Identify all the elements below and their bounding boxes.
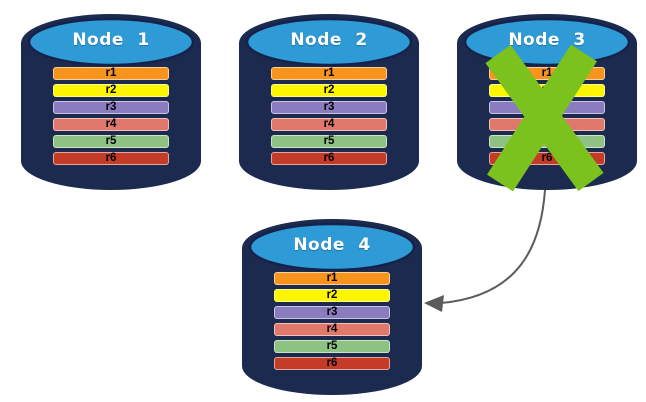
replica-row-r4: r4 xyxy=(53,118,169,131)
node-2: Node 2 r1 r2 r3 r4 r5 r6 xyxy=(239,7,419,197)
cylinder-top xyxy=(248,222,416,272)
replica-row-r5: r5 xyxy=(53,135,169,148)
node-1: Node 1 r1 r2 r3 r4 r5 r6 xyxy=(21,7,201,197)
node-4: Node 4 r1 r2 r3 r4 r5 r6 xyxy=(242,212,422,402)
failure-cross-icon xyxy=(485,44,604,192)
replica-row-r6: r6 xyxy=(271,152,387,165)
replica-row-r1: r1 xyxy=(53,67,169,80)
replica-rows: r1 r2 r3 r4 r5 r6 xyxy=(274,272,390,374)
cylinder-top xyxy=(245,17,413,67)
node-label: Node 4 xyxy=(293,235,371,255)
replica-rows: r1 r2 r3 r4 r5 r6 xyxy=(53,67,169,169)
node-label: Node 3 xyxy=(508,30,586,50)
arrowhead-icon xyxy=(424,295,444,312)
arrow-curve xyxy=(440,189,546,304)
replica-row-r1: r1 xyxy=(274,272,390,285)
replica-row-r6: r6 xyxy=(53,152,169,165)
node-label: Node 2 xyxy=(290,30,368,50)
replica-row-r3: r3 xyxy=(274,306,390,319)
node-3: Node 3 r1 r2 r3 r4 r5 r6 xyxy=(457,7,637,197)
replica-row-r4: r4 xyxy=(274,323,390,336)
replica-rows: r1 r2 r3 r4 r5 r6 xyxy=(271,67,387,169)
replica-row-r4: r4 xyxy=(271,118,387,131)
replica-row-r3: r3 xyxy=(53,101,169,114)
replica-row-r6: r6 xyxy=(274,357,390,370)
replica-row-r2: r2 xyxy=(274,289,390,302)
replica-row-r5: r5 xyxy=(271,135,387,148)
replica-row-r2: r2 xyxy=(53,84,169,97)
replica-row-r1: r1 xyxy=(271,67,387,80)
replica-row-r2: r2 xyxy=(271,84,387,97)
replica-row-r5: r5 xyxy=(274,340,390,353)
cylinder-top xyxy=(27,17,195,67)
node-label: Node 1 xyxy=(72,30,150,50)
replica-row-r3: r3 xyxy=(271,101,387,114)
